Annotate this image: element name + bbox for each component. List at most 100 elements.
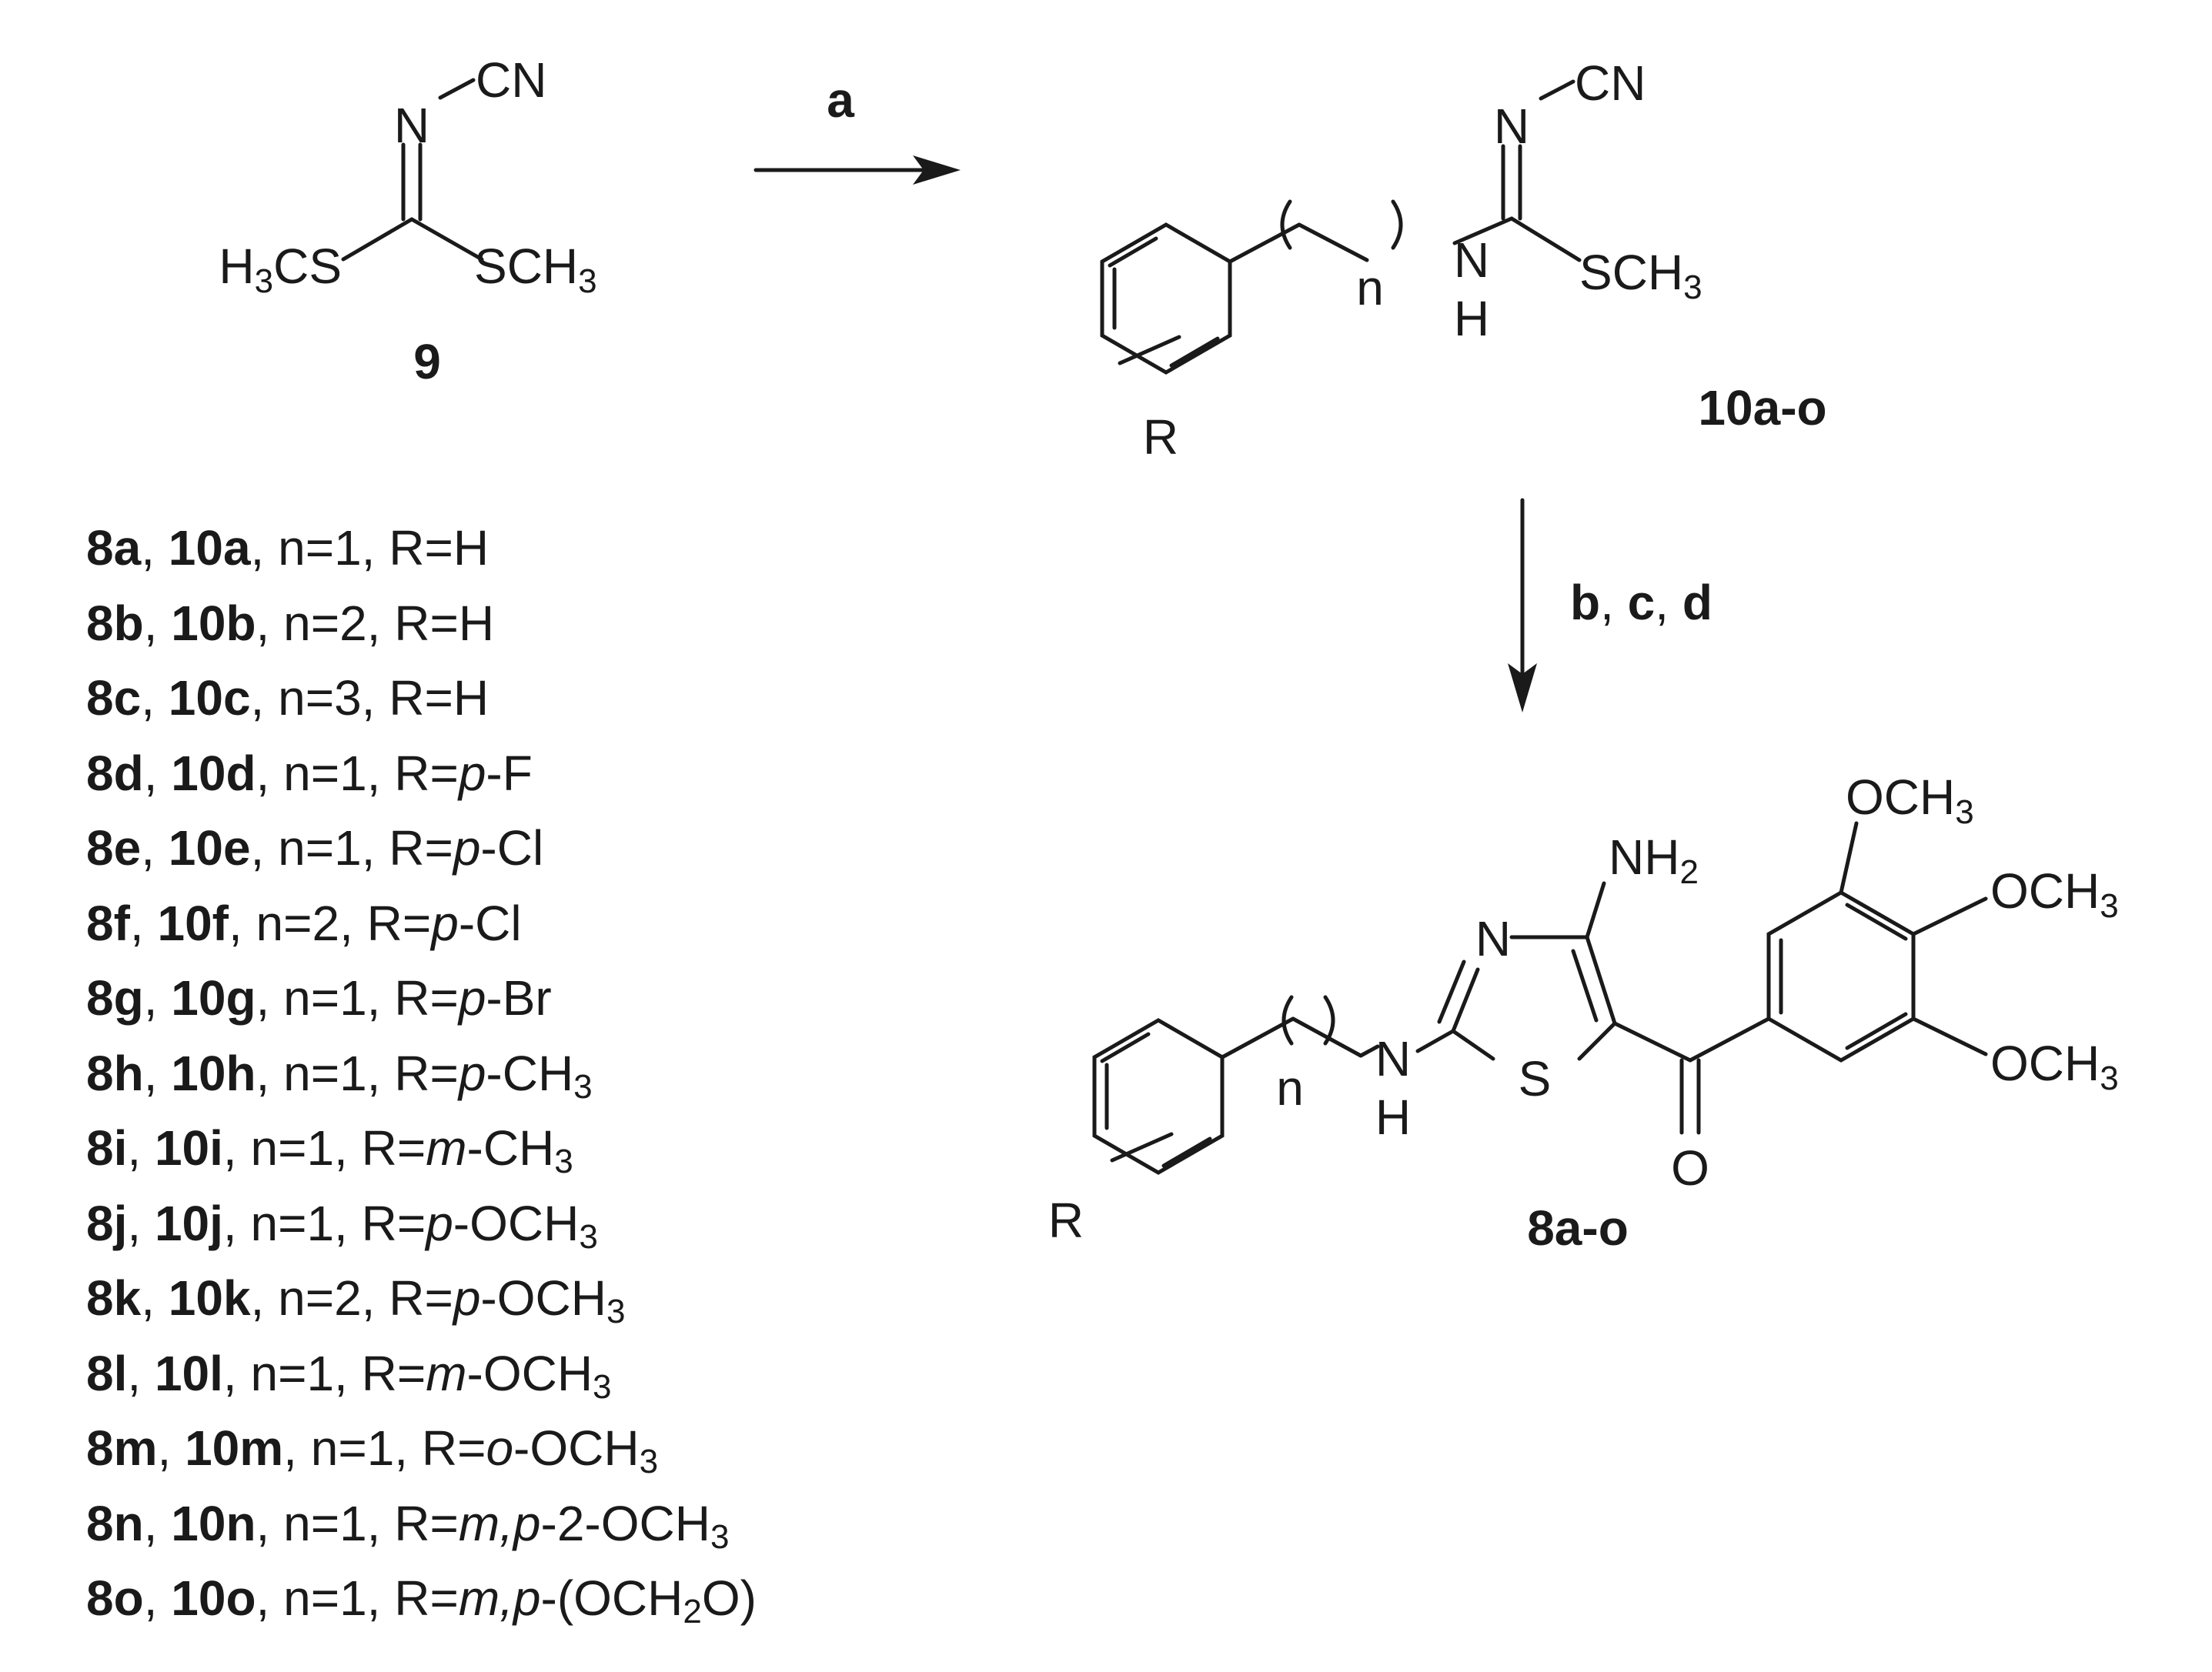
reagent-condition-a: a — [827, 72, 854, 128]
list-item: 8f, 10f, n=2, R=p-Cl — [86, 895, 522, 951]
r-position: m — [426, 1120, 467, 1176]
list-item: 8i, 10i, n=1, R=m-CH3 — [86, 1120, 573, 1180]
n-value: n=1 — [283, 1570, 367, 1626]
compound-8: 8a — [86, 520, 142, 576]
product-8-structure: R n N H N S NH2 O OCH3 — [1048, 769, 2119, 1256]
bond — [1571, 949, 1599, 1023]
r-prefix: R= — [394, 745, 459, 801]
list-item: 8c, 10c, n=3, R=H — [86, 670, 490, 726]
compound-8: 8j — [86, 1195, 128, 1251]
compound-8: 8e — [86, 820, 142, 876]
product-r-label: R — [1048, 1193, 1084, 1248]
n-value: n=3 — [278, 670, 362, 726]
compound-label-8: 8a-o — [1527, 1200, 1629, 1256]
r-prefix: R=H — [394, 595, 495, 651]
r-prefix: R= — [394, 1495, 459, 1551]
n-value: n=1 — [283, 1495, 367, 1551]
compound-8: 8m — [86, 1420, 158, 1476]
intermediate-r-label: R — [1143, 409, 1178, 465]
r-prefix: R= — [389, 1270, 453, 1326]
compound-label-9: 9 — [413, 334, 441, 389]
r-subscript: 3 — [639, 1443, 659, 1480]
arrow-head — [913, 155, 961, 185]
list-item: 8m, 10m, n=1, R=o-OCH3 — [86, 1420, 659, 1480]
bond — [1911, 1016, 1988, 1056]
compound-10: 10i — [154, 1120, 223, 1176]
r-prefix: R=H — [389, 670, 490, 726]
bond — [438, 78, 476, 100]
reagent-conditions-bcd: b, c, d — [1570, 575, 1712, 630]
bond — [1161, 1136, 1212, 1168]
compound-8: 8g — [86, 970, 144, 1026]
r-prefix: R= — [361, 1195, 426, 1251]
r-group: -Cl — [458, 895, 522, 951]
r-attachment-bond — [1110, 1132, 1174, 1163]
benzene-ring — [1100, 222, 1232, 375]
compound-10: 10a — [168, 520, 251, 576]
r-prefix: R= — [421, 1420, 486, 1476]
n-value: n=1 — [283, 1045, 367, 1101]
benzene-ring — [1092, 1018, 1225, 1175]
intermediate-10-structure: R n N H N CN SCH3 10a-o — [1100, 55, 1827, 465]
r-subscript: 3 — [579, 1217, 598, 1256]
och3-mid: OCH3 — [1990, 863, 2119, 925]
bond — [1451, 1029, 1495, 1061]
r-subscript: 3 — [710, 1517, 730, 1556]
repeat-bracket-right — [1391, 199, 1403, 250]
compound-8: 8b — [86, 595, 144, 651]
r-position: p — [458, 1045, 486, 1101]
r-subscript: 3 — [573, 1067, 593, 1106]
list-item: 8a, 10a, n=1, R=H — [86, 520, 490, 576]
repeat-bracket-left — [1281, 995, 1294, 1046]
product-amine-n: N — [1375, 1031, 1411, 1086]
n-value: n=1 — [250, 1120, 335, 1176]
intermediate-cn-label: CN — [1575, 55, 1646, 111]
intermediate-sch3: SCH3 — [1579, 245, 1702, 306]
reaction-arrow-a: a — [753, 72, 961, 185]
r-group: -Cl — [480, 820, 544, 876]
compound-10: 10g — [171, 970, 256, 1026]
repeat-bracket-left — [1280, 199, 1292, 250]
r-prefix: R= — [394, 970, 459, 1026]
compound-8: 8n — [86, 1495, 144, 1551]
bond — [1577, 1021, 1617, 1061]
bond — [1539, 79, 1575, 101]
bond — [1845, 1012, 1908, 1050]
r-prefix: R= — [366, 895, 432, 951]
list-item: 8h, 10h, n=1, R=p-CH3 — [86, 1045, 593, 1106]
r-prefix: R=H — [389, 520, 490, 576]
bond — [1220, 1016, 1295, 1060]
och3-bot: OCH3 — [1990, 1036, 2119, 1097]
r-subscript: 3 — [593, 1367, 612, 1406]
bond — [1509, 216, 1582, 262]
r-position: m,p — [458, 1570, 541, 1626]
bond — [1688, 1016, 1771, 1063]
compound-8: 8o — [86, 1570, 144, 1626]
r-group: -Br — [486, 970, 552, 1026]
r-group: -CH — [466, 1120, 555, 1176]
r-position: m,p — [458, 1495, 541, 1551]
r-position: p — [426, 1195, 453, 1251]
carbonyl-o-label: O — [1671, 1140, 1709, 1196]
bond — [1108, 236, 1158, 268]
compound-8: 8c — [86, 670, 142, 726]
n-value: n=1 — [283, 970, 367, 1026]
bond — [1585, 935, 1617, 1026]
intermediate-nh-h: H — [1454, 291, 1489, 346]
n-value: n=1 — [250, 1345, 335, 1401]
r-prefix: R= — [394, 1570, 459, 1626]
compound-10: 10j — [154, 1195, 223, 1251]
r-group: -OCH — [466, 1345, 593, 1401]
compound-10: 10h — [171, 1045, 256, 1101]
r-subscript: 2 — [683, 1593, 702, 1630]
reagent-9-n-label: N — [394, 98, 429, 153]
r-group: -(OCH — [540, 1570, 683, 1626]
list-item: 8l, 10l, n=1, R=m-OCH3 — [86, 1345, 612, 1406]
reaction-arrow-bcd: b, c, d — [1508, 498, 1712, 713]
compound-10: 10k — [168, 1270, 251, 1326]
bond — [1452, 216, 1514, 245]
product-amine-h: H — [1375, 1090, 1411, 1145]
list-item: 8n, 10n, n=1, R=m,p-2-OCH3 — [86, 1495, 730, 1556]
compound-8: 8d — [86, 745, 144, 801]
n-value: n=1 — [250, 1195, 335, 1251]
